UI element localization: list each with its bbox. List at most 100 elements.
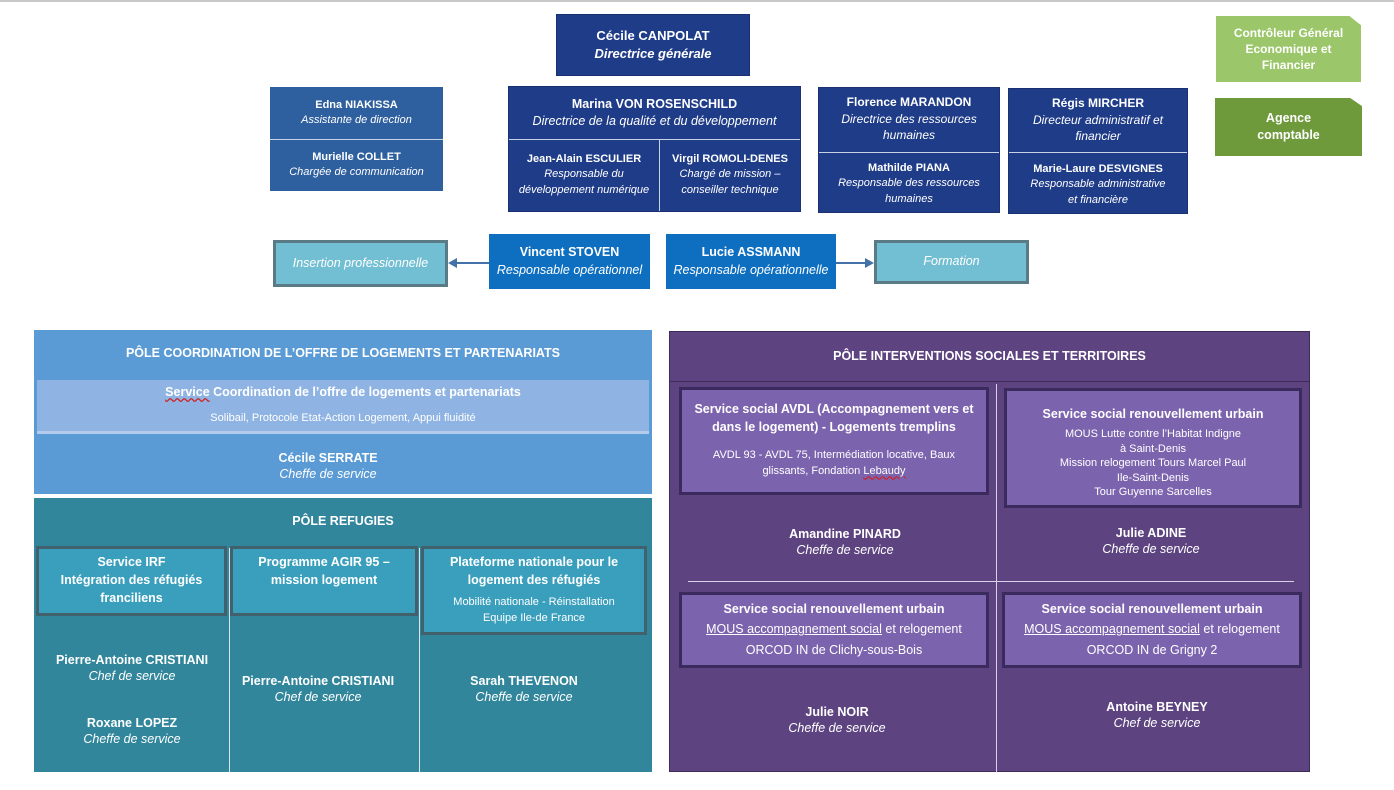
interventions-chef-2-role: Cheffe de service <box>1102 542 1200 557</box>
ru3-mous-line: MOUS accompagnement social et relogement <box>1024 620 1280 638</box>
ru2-title: Service social renouvellement urbain <box>723 602 945 616</box>
refugies-chef-3-name: Pierre-Antoine CRISTIANI <box>241 674 395 688</box>
pole-coordination-title: PÔLE COORDINATION DE L’OFFRE DE LOGEMENT… <box>125 346 561 361</box>
assistant-1-role: Assistante de direction <box>301 114 412 126</box>
rh-role-l1: Directrice des ressources <box>841 111 977 126</box>
dg-role: Directrice générale <box>594 46 712 61</box>
interventions-hline <box>688 581 1294 582</box>
ru2-mous: MOUS accompagnement social <box>706 622 882 637</box>
daf-role-l1: Directeur administratif et <box>1032 112 1164 127</box>
service-ru-1: Service social renouvellement urbain MOU… <box>1004 388 1302 508</box>
refugies-vline-1 <box>229 548 230 772</box>
qualite-vseparator <box>659 139 660 211</box>
pole-coordination: PÔLE COORDINATION DE L’OFFRE DE LOGEMENT… <box>34 330 652 494</box>
daf-sub-name: Marie-Laure DESVIGNES <box>1033 162 1163 175</box>
interventions-chef-4-role: Chef de service <box>1113 716 1201 731</box>
controleur-l3: Financier <box>1261 58 1316 73</box>
coordination-chef-role: Cheffe de service <box>279 467 377 482</box>
daf-box: Régis MIRCHER Directeur administratif et… <box>1008 88 1188 214</box>
refugies-service-plateforme: Plateforme nationale pour le logement de… <box>421 546 647 635</box>
avdl-d2: glissants, Fondation Lebaudy <box>762 464 905 480</box>
controleur-l1: Contrôleur Général <box>1233 25 1344 40</box>
pole-refugies: PÔLE REFUGIES Service IRF Intégration de… <box>34 498 652 772</box>
interventions-chef-1: Amandine PINARD Cheffe de service <box>736 526 954 559</box>
assistant-2-role: Chargée de communication <box>289 166 424 178</box>
daf-head: Régis MIRCHER Directeur administratif et… <box>1009 91 1187 149</box>
ru1-line-2: à Saint-Denis <box>1119 442 1187 455</box>
coordination-service-box: Service Coordination de l’offre de logem… <box>37 380 649 434</box>
refugies-chef-1-role: Chef de service <box>88 669 176 684</box>
agir-l1: Programme AGIR 95 – <box>258 555 390 569</box>
rh-sub-role-l1: Responsable des ressources <box>838 177 980 190</box>
ru1-line-4: Ile-Saint-Denis <box>1116 471 1190 484</box>
rh-sub-role-l2: humaines <box>885 192 933 205</box>
assistant-1-name: Edna NIAKISSA <box>315 98 398 111</box>
rh-role-l2: humaines <box>882 128 936 143</box>
assmann-box: Lucie ASSMANN Responsable opérationnelle <box>666 234 836 289</box>
refugies-chef-4-role: Cheffe de service <box>475 690 573 705</box>
qualite-sub-2: Virgil ROMOLI-DENES Chargé de mission – … <box>660 143 800 207</box>
interventions-chef-3-role: Cheffe de service <box>788 721 886 736</box>
interventions-chef-4: Antoine BEYNEY Chef de service <box>1048 699 1266 732</box>
avdl-t2: dans le logement) - Logements tremplins <box>712 420 956 435</box>
pole-interventions-header: PÔLE INTERVENTIONS SOCIALES ET TERRITOIR… <box>670 332 1309 382</box>
assistants-separator <box>270 139 443 140</box>
formation-box: Formation <box>874 240 1029 284</box>
coordination-chef: Cécile SERRATE Cheffe de service <box>184 450 472 483</box>
rh-sub: Mathilde PIANA Responsable des ressource… <box>819 156 999 212</box>
ru1-title: Service social renouvellement urbain <box>1042 407 1264 421</box>
refugies-chef-1-name: Pierre-Antoine CRISTIANI <box>55 653 209 667</box>
rh-name: Florence MARANDON <box>846 94 972 109</box>
stoven-box: Vincent STOVEN Responsable opérationnel <box>489 234 650 289</box>
refugies-chef-4: Sarah THEVENON Cheffe de service <box>420 673 628 706</box>
coordination-service-word: Service <box>165 385 210 399</box>
plateforme-d1: Mobilité nationale - Réinstallation <box>453 596 615 609</box>
assistant-2-name: Murielle COLLET <box>312 150 401 163</box>
avdl-d2-a: glissants, Fondation <box>762 465 864 478</box>
qualite-sub-2-name: Virgil ROMOLI-DENES <box>672 152 788 165</box>
coordination-service-desc: Solibail, Protocole Etat-Action Logement… <box>210 412 476 424</box>
service-ru-3: Service social renouvellement urbain MOU… <box>1002 592 1302 668</box>
formation-label: Formation <box>923 254 980 269</box>
ru2-mous-line: MOUS accompagnement social et relogement <box>706 620 962 638</box>
pole-refugies-header: PÔLE REFUGIES <box>34 498 652 546</box>
pole-interventions: PÔLE INTERVENTIONS SOCIALES ET TERRITOIR… <box>669 331 1310 772</box>
qualite-sub-1-name: Jean-Alain ESCULIER <box>526 152 642 165</box>
service-ru-2: Service social renouvellement urbain MOU… <box>679 592 989 668</box>
pole-refugies-title: PÔLE REFUGIES <box>292 514 394 529</box>
arrow-left-icon <box>448 258 490 268</box>
refugies-service-agir: Programme AGIR 95 – mission logement <box>230 546 418 616</box>
refugies-chef-4-name: Sarah THEVENON <box>470 674 578 688</box>
qualite-separator <box>509 139 800 140</box>
refugies-chef-3: Pierre-Antoine CRISTIANI Chef de service <box>220 673 416 706</box>
service-avdl: Service social AVDL (Accompagnement vers… <box>679 387 989 495</box>
refugies-chef-2: Roxane LOPEZ Cheffe de service <box>34 715 230 748</box>
daf-sub-role-l1: Responsable administrative <box>1030 178 1166 191</box>
assmann-name: Lucie ASSMANN <box>701 245 801 259</box>
daf-name: Régis MIRCHER <box>1051 95 1144 110</box>
qualite-sub-2-role-l2: conseiller technique <box>681 183 779 196</box>
stoven-role: Responsable opérationnel <box>496 262 643 277</box>
interventions-chef-3: Julie NOIR Cheffe de service <box>728 704 946 737</box>
coordination-service-rest: Coordination de l’offre de logements et … <box>209 385 521 399</box>
dg-box: Cécile CANPOLAT Directrice générale <box>556 14 750 76</box>
interventions-chef-4-name: Antoine BEYNEY <box>1106 700 1208 714</box>
stoven-name: Vincent STOVEN <box>519 245 620 259</box>
interventions-chef-1-role: Cheffe de service <box>796 543 894 558</box>
pole-interventions-title: PÔLE INTERVENTIONS SOCIALES ET TERRITOIR… <box>833 348 1146 363</box>
qualite-role: Directrice de la qualité et du développe… <box>532 114 777 128</box>
refugies-chef-3-role: Chef de service <box>274 690 362 705</box>
ru2-orcod: ORCOD IN de Clichy-sous-Bois <box>745 643 923 658</box>
agir-l2: mission logement <box>270 573 378 588</box>
plateforme-l1: Plateforme nationale pour le <box>449 555 619 569</box>
ru1-line-3: Mission relogement Tours Marcel Paul <box>1059 457 1247 470</box>
coordination-service-title: Service Coordination de l’offre de logem… <box>37 385 649 399</box>
plateforme-l2: logement des réfugiés <box>467 573 601 588</box>
plateforme-d2: Equipe Ile-de France <box>482 612 586 625</box>
rh-box: Florence MARANDON Directrice des ressour… <box>818 87 1000 213</box>
agence-box: Agence comptable <box>1215 98 1362 156</box>
insertion-box: Insertion professionnelle <box>273 240 448 287</box>
refugies-chef-2-role: Cheffe de service <box>83 732 181 747</box>
qualite-sub-1: Jean-Alain ESCULIER Responsable du dével… <box>509 143 659 207</box>
irf-l2: Intégration des réfugiés <box>60 573 203 588</box>
